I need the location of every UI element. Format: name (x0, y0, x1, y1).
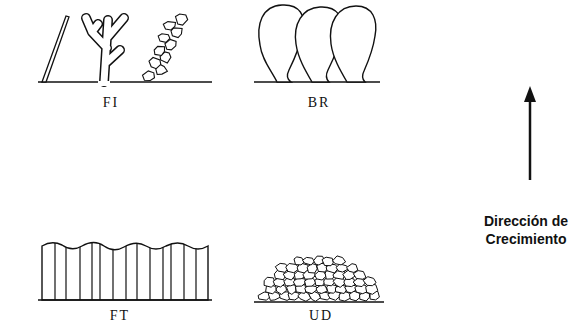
growth-arrow (524, 86, 536, 180)
ft-illustration (38, 230, 212, 300)
equiaxed-grain (307, 264, 317, 274)
column-boundaries (55, 230, 196, 300)
morphology-label: FI (103, 95, 119, 111)
morphology-label: UD (309, 308, 333, 324)
axis-label: Dirección de Crecimiento (470, 212, 582, 248)
columnar-film (42, 243, 208, 301)
br-illustration (254, 5, 380, 82)
grain (143, 71, 155, 81)
substrate-line (38, 299, 212, 301)
substrate-line (254, 301, 384, 303)
granular-chain (143, 14, 188, 81)
morphology-label: FT (110, 308, 130, 324)
needle-crystal (42, 16, 69, 82)
equiaxed-grain (303, 257, 315, 265)
dendrite-crystal (86, 18, 124, 86)
grain (154, 46, 164, 55)
branched-column (330, 6, 375, 82)
grain (171, 28, 182, 38)
fi-illustration (38, 14, 212, 86)
equiaxed-grain (333, 256, 346, 265)
ud-illustration (254, 256, 384, 302)
grain (163, 22, 175, 30)
substrate-line (38, 81, 212, 83)
equiaxed-grain (347, 264, 358, 273)
morphology-label: BR (308, 95, 331, 111)
equiaxed-heap (258, 256, 379, 301)
grain (158, 34, 170, 43)
equiaxed-grain (322, 257, 333, 266)
grain (176, 14, 188, 25)
grain (149, 58, 161, 69)
